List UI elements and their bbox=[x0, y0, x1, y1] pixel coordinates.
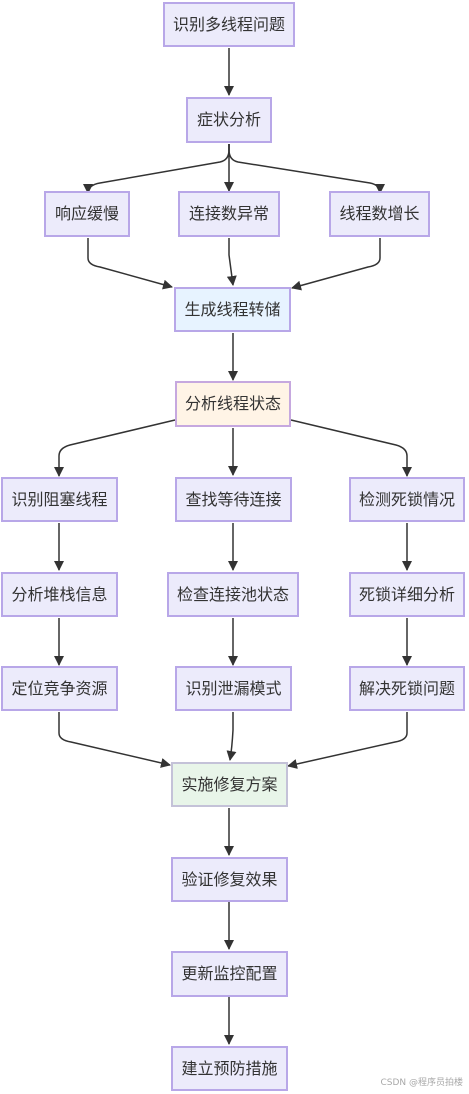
edge-slow-dump bbox=[87, 238, 173, 290]
edge-leak-fix bbox=[226, 712, 237, 761]
node-detect-deadlock: 检测死锁情况 bbox=[349, 477, 465, 522]
node-identify-blocked-threads: 识别阻塞线程 bbox=[1, 477, 118, 522]
node-identify-multithread-problem: 识别多线程问题 bbox=[163, 2, 295, 47]
node-symptom-analysis: 症状分析 bbox=[186, 97, 272, 143]
edge-locate-fix bbox=[58, 712, 171, 768]
node-connection-abnormal: 连接数异常 bbox=[178, 191, 280, 237]
node-verify-fix: 验证修复效果 bbox=[171, 857, 288, 902]
node-analyze-stack-info: 分析堆栈信息 bbox=[1, 572, 118, 617]
node-implement-fix: 实施修复方案 bbox=[171, 762, 288, 807]
node-analyze-thread-state: 分析线程状态 bbox=[175, 381, 291, 427]
node-identify-leak-pattern: 识别泄漏模式 bbox=[175, 666, 292, 711]
node-locate-contention-resource: 定位竞争资源 bbox=[1, 666, 118, 711]
node-resolve-deadlock: 解决死锁问题 bbox=[349, 666, 465, 711]
node-slow-response: 响应缓慢 bbox=[44, 191, 130, 237]
edge-conn-abnormal-dump bbox=[226, 238, 237, 286]
node-establish-prevention: 建立预防措施 bbox=[171, 1046, 288, 1091]
node-check-pool-state: 检查连接池状态 bbox=[167, 572, 299, 617]
edge-analyze-deadlock bbox=[290, 419, 412, 477]
edge-symptom-slow bbox=[83, 144, 230, 194]
edge-symptom-thread-growth bbox=[228, 144, 385, 194]
edge-resolve-fix bbox=[287, 712, 408, 769]
edge-thread-growth-dump bbox=[291, 238, 381, 291]
edge-analyze-blocked bbox=[54, 419, 176, 477]
node-generate-thread-dump: 生成线程转储 bbox=[174, 287, 291, 332]
node-thread-count-growth: 线程数增长 bbox=[329, 191, 430, 237]
node-deadlock-detail-analysis: 死锁详细分析 bbox=[349, 572, 465, 617]
node-find-waiting-connections: 查找等待连接 bbox=[175, 477, 292, 522]
node-update-monitoring: 更新监控配置 bbox=[171, 951, 288, 997]
watermark: CSDN @程序员拍楼 bbox=[380, 1078, 463, 1088]
